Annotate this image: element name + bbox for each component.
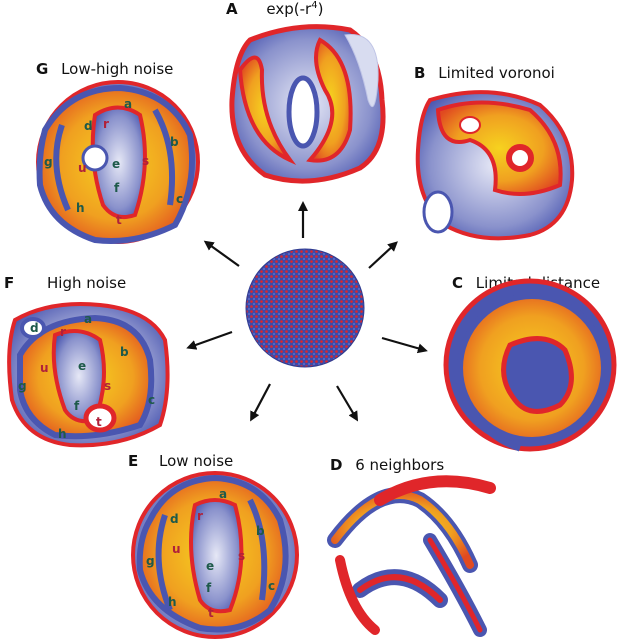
panel-a-letter: A	[226, 0, 238, 18]
svg-text:s: s	[142, 154, 149, 168]
panel-f-letter: F	[4, 274, 14, 292]
arrow-to-d	[336, 385, 359, 422]
arrow-to-f	[186, 330, 233, 350]
panel-e-labels: a b c d e f g h r s t u	[146, 487, 275, 620]
svg-text:g: g	[18, 379, 27, 393]
panel-d-letter: D	[330, 456, 342, 474]
svg-text:d: d	[170, 512, 179, 526]
panel-a-title: A exp(-r4)	[226, 0, 323, 18]
svg-text:e: e	[78, 359, 86, 373]
panel-c-letter: C	[452, 274, 463, 292]
svg-text:f: f	[206, 581, 212, 595]
panel-f: F High noise a b c d e f g h r s t u	[4, 274, 170, 448]
svg-text:a: a	[124, 97, 132, 111]
panel-g-title: G Low-high noise	[36, 60, 173, 78]
arrow-to-e	[250, 383, 271, 422]
arrow-to-b	[368, 241, 398, 269]
svg-text:t: t	[96, 415, 102, 429]
svg-text:a: a	[219, 487, 227, 501]
arrow-to-c	[381, 336, 428, 354]
svg-text:g: g	[146, 554, 155, 568]
svg-text:t: t	[208, 606, 214, 620]
panel-b-title: B Limited voronoi	[414, 64, 555, 82]
panel-d: D 6 neighbors	[327, 456, 496, 637]
panel-g-labels: a b c d e f g h r s t u	[44, 97, 183, 227]
svg-text:h: h	[76, 201, 85, 215]
panel-e-letter: E	[128, 452, 138, 470]
panel-b-letter: B	[414, 64, 425, 82]
svg-text:d: d	[84, 119, 93, 133]
svg-text:r: r	[103, 117, 109, 131]
arrow-to-g	[203, 240, 240, 267]
svg-text:b: b	[170, 135, 179, 149]
panel-a: A exp(-r4)	[226, 0, 386, 184]
svg-text:h: h	[58, 427, 67, 441]
svg-text:t: t	[116, 213, 122, 227]
svg-text:d: d	[30, 321, 39, 335]
svg-text:u: u	[172, 542, 181, 556]
panel-d-shape	[327, 475, 496, 637]
svg-text:b: b	[256, 524, 265, 538]
initial-aggregate	[245, 248, 365, 368]
panel-e: E Low noise a b c d e f g h r s t u	[128, 452, 299, 639]
svg-text:r: r	[60, 325, 66, 339]
svg-text:f: f	[114, 181, 120, 195]
svg-text:s: s	[104, 379, 111, 393]
svg-text:g: g	[44, 155, 53, 169]
svg-text:c: c	[268, 579, 275, 593]
panel-f-labels: a b c d e f g h r s t u	[18, 312, 155, 441]
svg-text:f: f	[74, 399, 80, 413]
svg-text:u: u	[40, 361, 49, 375]
svg-text:r: r	[197, 509, 203, 523]
panel-b: B Limited voronoi	[414, 64, 575, 241]
panel-g: G Low-high noise a b c d e f g h r s t u	[36, 60, 200, 244]
svg-text:s: s	[238, 549, 245, 563]
svg-text:u: u	[78, 161, 87, 175]
svg-text:e: e	[206, 559, 214, 573]
svg-text:c: c	[176, 192, 183, 206]
svg-text:e: e	[112, 157, 120, 171]
svg-text:c: c	[148, 393, 155, 407]
svg-text:a: a	[84, 312, 92, 326]
panel-g-letter: G	[36, 60, 48, 78]
arrows	[186, 201, 428, 422]
panel-d-title: D 6 neighbors	[330, 456, 444, 474]
panel-e-title: E Low noise	[128, 452, 233, 470]
svg-text:b: b	[120, 345, 129, 359]
panel-c: C Limited distance	[443, 274, 617, 452]
panel-f-title: F High noise	[4, 274, 126, 292]
svg-text:h: h	[168, 595, 177, 609]
